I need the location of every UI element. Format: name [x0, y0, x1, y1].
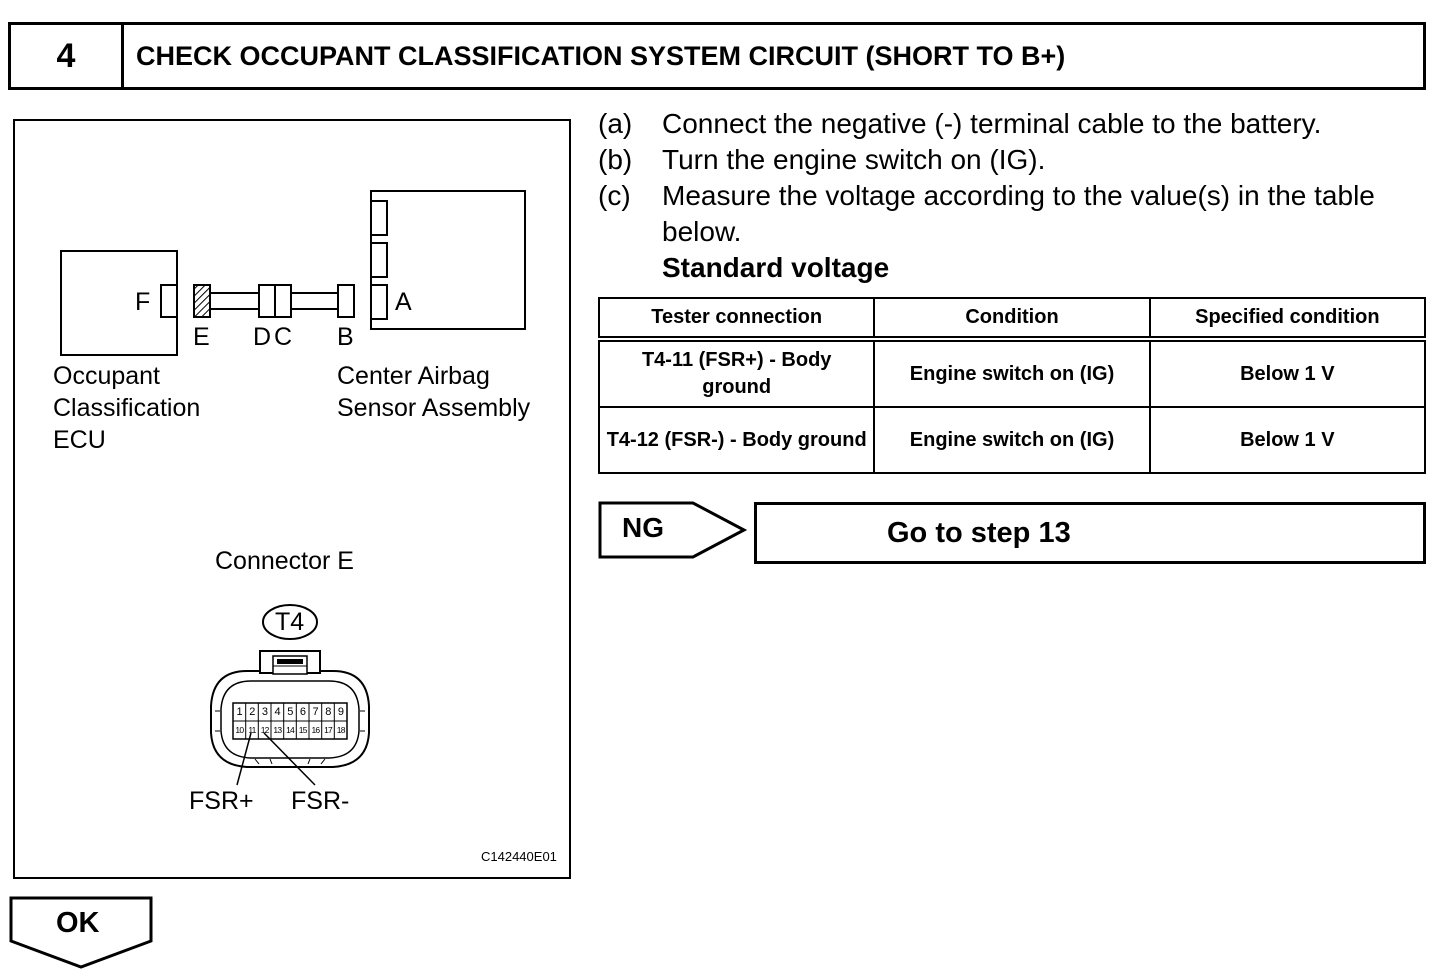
table-cell: T4-11 (FSR+) - Body ground: [597, 338, 876, 408]
pin-row-2: 10 11 12 13 14 15 16 17 18: [233, 721, 347, 739]
connector-d-shape: [258, 284, 276, 318]
goto-step-text: Go to step 13: [887, 516, 1071, 549]
connector-e-label: E: [193, 323, 210, 351]
spec-table: Tester connection Condition Specified co…: [597, 297, 1427, 474]
sensor-label-line2: Sensor Assembly: [337, 394, 531, 422]
ok-label: OK: [56, 907, 100, 939]
procedure-steps: (a) Connect the negative (-) terminal ca…: [598, 106, 1438, 250]
ecu-label-line1: Occupant: [53, 362, 161, 390]
pin-7: 7: [312, 706, 319, 718]
connector-b-shape: [337, 284, 355, 318]
pin-14: 14: [286, 725, 295, 735]
step-b-text: Turn the engine switch on (IG).: [662, 144, 1046, 175]
step-c-text: Measure the voltage according to the val…: [662, 180, 1375, 247]
step-c: (c) Measure the voltage according to the…: [598, 178, 1438, 250]
connector-a-shape: [370, 284, 388, 320]
pin-row-1: 1 2 3 4 5 6 7 8 9: [233, 703, 347, 721]
pin-13: 13: [273, 725, 282, 735]
step-b: (b) Turn the engine switch on (IG).: [598, 142, 1438, 178]
connector-id: T4: [275, 608, 305, 636]
step-b-letter: (b): [598, 144, 633, 175]
sensor-label-line1: Center Airbag: [337, 362, 490, 390]
connector-d-label: D: [253, 323, 272, 351]
step-title: CHECK OCCUPANT CLASSIFICATION SYSTEM CIR…: [136, 40, 1066, 71]
step-header: 4 CHECK OCCUPANT CLASSIFICATION SYSTEM C…: [8, 22, 1426, 90]
ng-arrow-icon: [598, 501, 748, 559]
step-c-letter: (c): [598, 180, 631, 211]
step-number: 4: [11, 25, 124, 87]
pin-4: 4: [274, 706, 281, 718]
pin-16: 16: [311, 725, 320, 735]
drawing-code: C142440E01: [481, 849, 557, 864]
table-cell: Engine switch on (IG): [873, 406, 1151, 474]
fsr-plus-leader: [236, 732, 252, 786]
pin-1: 1: [236, 706, 243, 718]
table-cell: Below 1 V: [1148, 338, 1427, 408]
connector-face-outline: [210, 670, 370, 768]
wiring-diagram: F E D C B A Occupant Classification ECU …: [13, 119, 571, 879]
ng-label: NG: [622, 512, 664, 543]
connector-id-ellipse: [262, 604, 318, 640]
table-row: T4-12 (FSR-) - Body ground Engine switch…: [597, 406, 1427, 474]
ecu-label-line2: Classification: [53, 394, 201, 422]
ecu-label-line3: ECU: [53, 426, 106, 454]
step-a-letter: (a): [598, 108, 633, 139]
fsr-minus-leader: [263, 732, 316, 786]
connector-c-shape: [274, 284, 292, 318]
goto-step-box: Go to step 13: [754, 502, 1426, 564]
standard-voltage-label: Standard voltage: [662, 252, 890, 283]
pin-12: 12: [260, 725, 270, 735]
pin-11: 11: [248, 725, 256, 735]
table-header-specified: Specified condition: [1148, 297, 1427, 342]
table-cell: T4-12 (FSR-) - Body ground: [597, 406, 876, 474]
ok-arrow-icon: [9, 896, 153, 969]
pin-9: 9: [337, 706, 344, 718]
pin-3: 3: [261, 706, 268, 718]
ecu-box: [60, 250, 178, 356]
diagram-drawing: [60, 190, 526, 786]
table-header-tester: Tester connection: [597, 297, 876, 342]
fsr-minus-label: FSR-: [291, 787, 350, 815]
pin-15: 15: [298, 725, 308, 735]
table-header-row: Tester connection Condition Specified co…: [597, 297, 1427, 342]
pin-6: 6: [299, 706, 306, 718]
fsr-plus-label: FSR+: [189, 787, 254, 815]
connector-e-shape: [193, 284, 211, 318]
pin-18: 18: [336, 725, 346, 735]
table-cell: Engine switch on (IG): [873, 338, 1151, 408]
connector-f-shape: [160, 284, 178, 318]
table-header-condition: Condition: [873, 297, 1151, 342]
connector-c-label: C: [274, 323, 293, 351]
connector-f-label: F: [135, 288, 151, 316]
connector-a-label: A: [395, 288, 412, 316]
table-cell: Below 1 V: [1148, 406, 1427, 474]
table-row: T4-11 (FSR+) - Body ground Engine switch…: [597, 338, 1427, 408]
pin-8: 8: [325, 706, 331, 718]
pin-17: 17: [324, 725, 333, 735]
connector-title: Connector E: [215, 547, 354, 575]
pin-2: 2: [249, 706, 255, 718]
step-a: (a) Connect the negative (-) terminal ca…: [598, 106, 1438, 142]
pin-10: 10: [235, 725, 244, 735]
pin-5: 5: [287, 706, 293, 718]
connector-b-label: B: [337, 323, 354, 351]
step-a-text: Connect the negative (-) terminal cable …: [662, 108, 1322, 139]
